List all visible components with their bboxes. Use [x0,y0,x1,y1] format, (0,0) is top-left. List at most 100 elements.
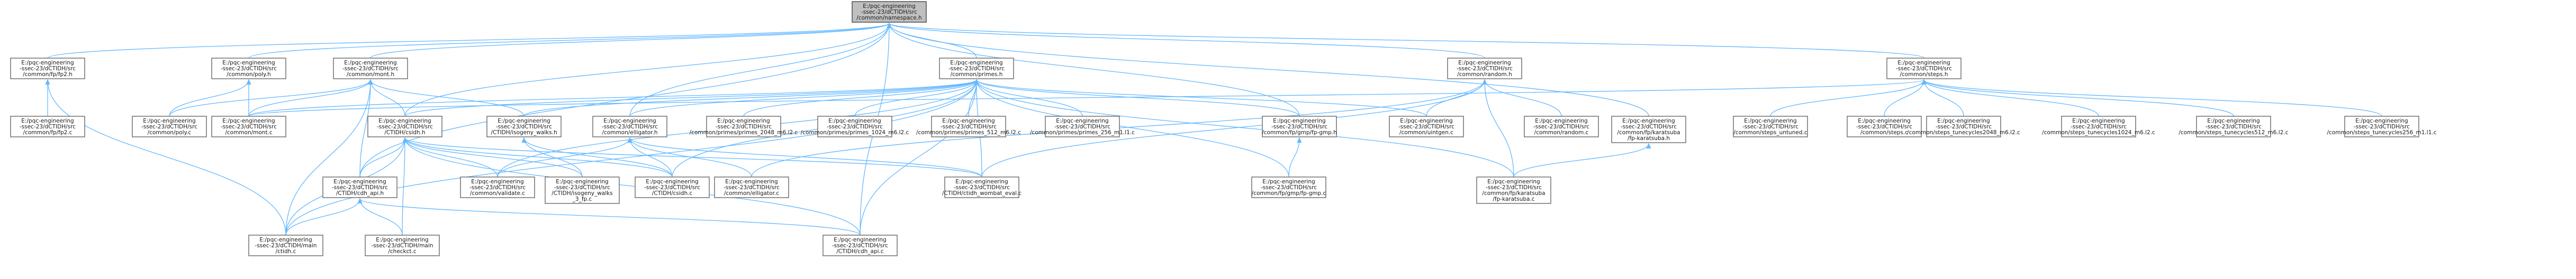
node-label-line: -ssec-23/dCTIDH/src [342,66,399,72]
node-label-line: E:/pqc-engineering [834,237,886,243]
node-label-line: E:/pqc-engineering [376,237,428,243]
node-randomh[interactable]: E:/pqc-engineering-ssec-23/dCTIDH/src/co… [1447,58,1522,79]
node-p2048[interactable]: E:/pqc-engineering-ssec-23/dCTIDH/src/co… [690,116,798,137]
edge-p256-to-primesh [977,80,1083,117]
node-st512[interactable]: E:/pqc-engineering-ssec-23/dCTIDH/src/co… [2179,116,2289,137]
node-stepsh[interactable]: E:/pqc-engineering-ssec-23/dCTIDH/src/co… [1886,58,1962,79]
node-stepsunt[interactable]: E:/pqc-engineering-ssec-23/dCTIDH/src/co… [1733,116,1808,137]
node-label-line: -ssec-23/dCTIDH/src [496,124,552,130]
node-csidhh[interactable]: E:/pqc-engineering-ssec-23/dCTIDH/src/CT… [367,116,442,137]
node-label-line: -ssec-23/dCTIDH/src [377,124,433,130]
node-checkct[interactable]: E:/pqc-engineering-ssec-23/dCTIDH/main/c… [365,235,440,256]
nodes-layer: E:/pqc-engineering-ssec-23/dCTIDH/src/co… [10,1,2437,256]
node-label-line: E:/pqc-engineering [471,179,523,185]
node-p512[interactable]: E:/pqc-engineering-ssec-23/dCTIDH/src/co… [916,116,1021,137]
node-mainc[interactable]: E:/pqc-engineering-ssec-23/dCTIDH/main/c… [248,235,323,256]
edge-fpgmpc-to-fpgmph [1288,138,1299,178]
node-p256[interactable]: E:/pqc-engineering-ssec-23/dCTIDH/src/co… [1030,116,1135,137]
node-fp2c[interactable]: E:/pqc-engineering-ssec-23/dCTIDH/src/co… [10,116,85,137]
node-label-line: -ssec-23/dCTIDH/src [602,124,658,130]
node-montc[interactable]: E:/pqc-engineering-ssec-23/dCTIDH/src/co… [211,116,286,137]
node-label-line: /common/uintgen.c [1399,129,1453,136]
node-st2048[interactable]: E:/pqc-engineering-ssec-23/dCTIDH/src/co… [1907,116,2020,137]
node-box [1389,116,1464,137]
node-label-line: -ssec-23/dCTIDH/src [832,243,888,249]
node-label-line: /CTIDH/csidh.c [652,190,693,197]
edge-p1024-to-primesh [854,80,977,117]
node-fpgmpc[interactable]: E:/pqc-engineering-ssec-23/dCTIDH/src/co… [1251,176,1326,198]
node-label-line: -ssec-23/dCTIDH/src [332,184,388,191]
node-cdhapic[interactable]: E:/pqc-engineering-ssec-23/dCTIDH/src/CT… [822,235,898,256]
node-label-line: /common/primes/primes_512_m6.l2.c [916,129,1021,136]
node-root[interactable]: E:/pqc-engineering-ssec-23/dCTIDH/src/co… [852,1,927,23]
edge-csidhh-to-root [404,23,889,117]
edge-wombat-to-csidhh [405,138,982,178]
edge-fp2h-to-root [47,23,889,59]
node-isogwalks[interactable]: E:/pqc-engineering-ssec-23/dCTIDH/src/CT… [486,116,562,137]
node-label-line: /common/steps.h [1900,71,1948,78]
node-box [10,116,85,137]
node-p1024[interactable]: E:/pqc-engineering-ssec-23/dCTIDH/src/co… [801,116,909,137]
edge-karatsubac-to-randomh [1485,80,1514,178]
node-label-line: -ssec-23/dCTIDH/main [255,243,317,249]
node-box [822,235,898,256]
node-stepsc[interactable]: E:/pqc-engineering-ssec-23/dCTIDH/src/co… [1847,116,1922,137]
node-karatsubac[interactable]: E:/pqc-engineering-ssec-23/dCTIDH/src/co… [1476,176,1551,204]
node-karatsubah[interactable]: E:/pqc-engineering-ssec-23/dCTIDH/src/co… [1611,116,1686,143]
node-label-line: E:/pqc-engineering [333,179,386,185]
node-label-line: -ssec-23/dCTIDH/src [1742,124,1798,130]
node-label-line: /CTIDH/csidh.h [384,129,425,136]
node-label-line: E:/pqc-engineering [143,118,195,124]
node-label-line: /CTIDH/ctidh_wombat_eval.c [942,190,1022,197]
node-label-line: -ssec-23/dCTIDH/src [1398,124,1454,130]
node-cdhapi[interactable]: E:/pqc-engineering-ssec-23/dCTIDH/src/CT… [322,176,397,198]
edge-elligatorh-to-primesh [629,80,977,117]
edge-mainc-to-primesh [285,80,977,236]
node-elligatorh[interactable]: E:/pqc-engineering-ssec-23/dCTIDH/src/co… [592,116,667,137]
node-label-line: E:/pqc-engineering [603,118,656,124]
node-box [2061,116,2136,137]
node-label-line: /CTIDH/isogeny_walks.h [491,129,557,136]
node-label-line: -ssec-23/dCTIDH/src [954,184,1010,191]
edge-csidhc-to-isogwalks [524,138,673,178]
node-csidhc[interactable]: E:/pqc-engineering-ssec-23/dCTIDH/src/CT… [635,176,710,198]
node-label-line: E:/pqc-engineering [222,60,275,66]
node-label-line: -ssec-23/dCTIDH/src [827,124,883,130]
edge-montc-to-stepsh [248,80,1924,117]
node-label-line: E:/pqc-engineering [21,60,74,66]
node-polyc[interactable]: E:/pqc-engineering-ssec-23/dCTIDH/src/co… [132,116,207,137]
node-box [486,116,562,137]
node-montn[interactable]: E:/pqc-engineering-ssec-23/dCTIDH/src/co… [333,58,408,79]
node-box [706,116,781,137]
node-label-line: -ssec-23/dCTIDH/src [554,184,610,191]
node-elligatorc[interactable]: E:/pqc-engineering-ssec-23/dCTIDH/src/co… [714,176,789,198]
node-randomc[interactable]: E:/pqc-engineering-ssec-23/dCTIDH/src/co… [1524,116,1599,137]
node-box [1733,116,1808,137]
node-polyh[interactable]: E:/pqc-engineering-ssec-23/dCTIDH/src/co… [211,58,286,79]
node-isogwalksc[interactable]: E:/pqc-engineering-ssec-23/dCTIDH/src/CT… [545,176,620,204]
node-label-line: /common/steps.c [1860,129,1908,136]
node-box [1251,176,1326,198]
edge-stepsh-to-root [889,23,1924,59]
node-st256[interactable]: E:/pqc-engineering-ssec-23/dCTIDH/src/co… [2327,116,2437,137]
node-label-line: /common/fp/gmp/fp-gmp.h [1262,129,1337,136]
node-label-line: /common/mont.c [225,129,273,136]
node-label-line: -ssec-23/dCTIDH/src [1856,124,1912,130]
node-fp2h[interactable]: E:/pqc-engineering-ssec-23/dCTIDH/src/co… [10,58,85,79]
node-label-line: -ssec-23/dCTIDH/src [941,124,997,130]
node-box [2196,116,2271,137]
node-wombat[interactable]: E:/pqc-engineering-ssec-23/dCTIDH/src/CT… [942,176,1022,198]
node-box [10,58,85,79]
node-primesh[interactable]: E:/pqc-engineering-ssec-23/dCTIDH/src/co… [939,58,1014,79]
node-label-line: -ssec-23/dCTIDH/src [644,184,700,191]
node-label-line: -ssec-23/dCTIDH/src [1486,184,1542,191]
edge-isogwalksc-to-csidhh [405,138,583,178]
node-uintgen[interactable]: E:/pqc-engineering-ssec-23/dCTIDH/src/co… [1389,116,1464,137]
node-st1024[interactable]: E:/pqc-engineering-ssec-23/dCTIDH/src/co… [2042,116,2155,137]
edge-p2048-to-primesh [743,80,977,117]
node-validatec[interactable]: E:/pqc-engineering-ssec-23/dCTIDH/src/co… [460,176,535,198]
node-label-line: /common/namespace.h [856,15,921,21]
node-fpgmph[interactable]: E:/pqc-engineering-ssec-23/dCTIDH/src/co… [1262,116,1337,137]
node-label-line: E:/pqc-engineering [1458,60,1511,66]
